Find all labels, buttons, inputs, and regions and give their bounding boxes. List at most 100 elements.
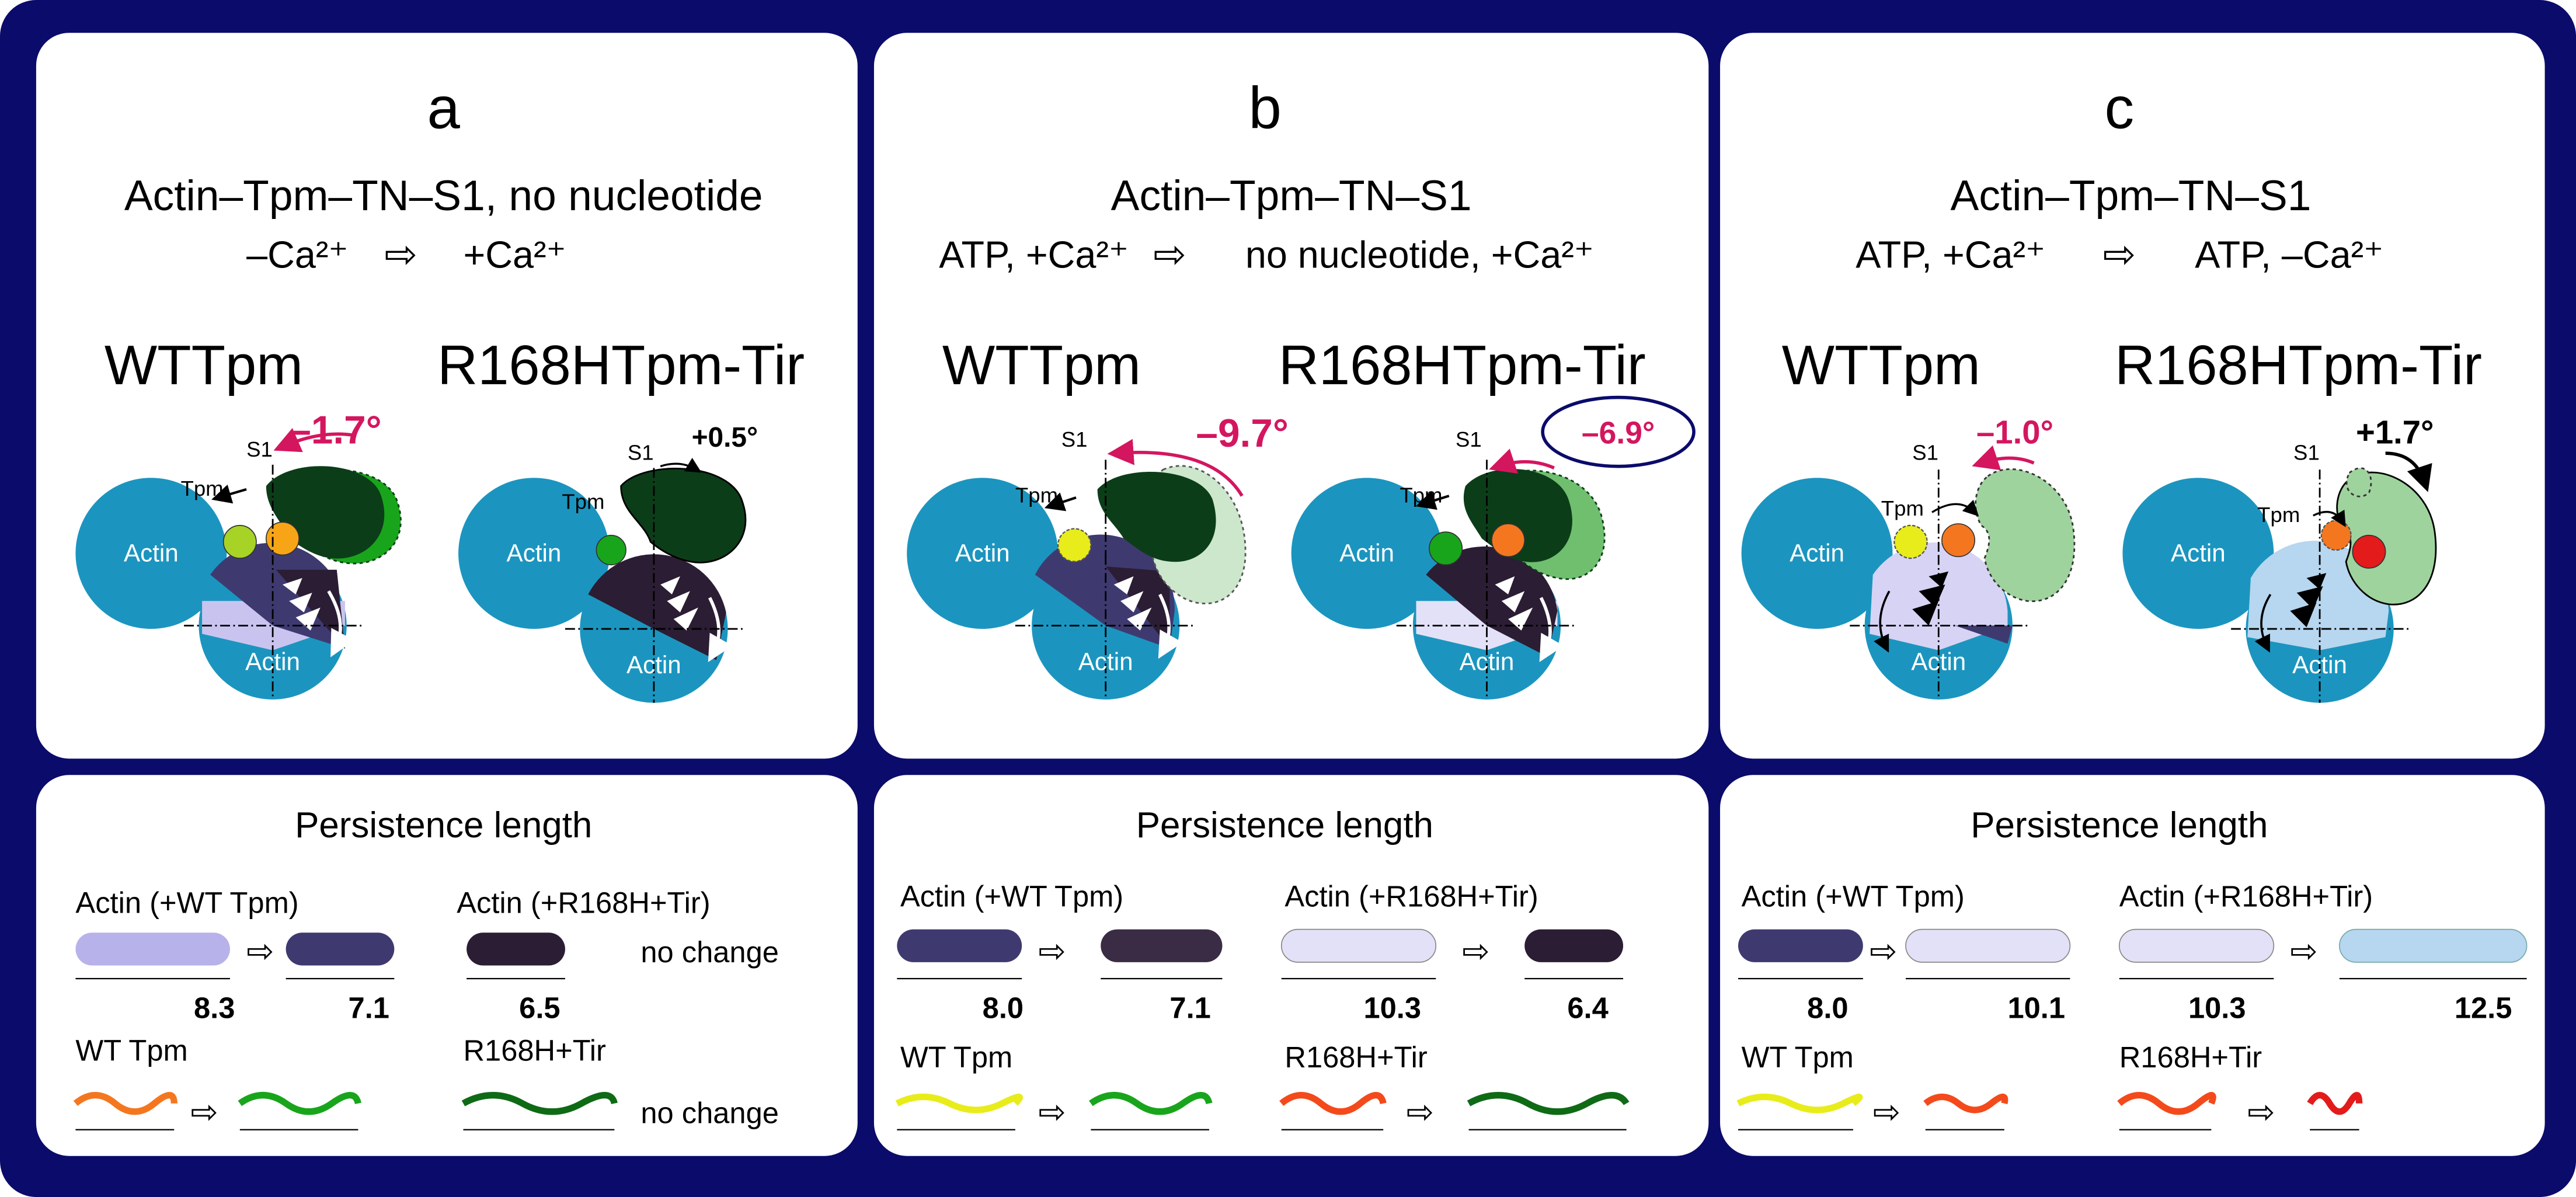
construct-right: R168HTpm-Tir	[2115, 334, 2482, 396]
actin-label: Actin	[626, 651, 681, 678]
condition-left: ATP, +Ca²⁺	[939, 233, 1129, 276]
actin-label: Actin	[507, 540, 562, 567]
persistence-title: Persistence length	[295, 805, 592, 845]
angle-right: –6.9°	[1582, 416, 1655, 450]
actin-subunit	[75, 478, 227, 629]
actin-label: Actin	[2171, 540, 2226, 567]
actin-filament-wt-after	[286, 932, 395, 980]
tpm-label: Tpm	[181, 476, 224, 500]
arrow-icon: ⇨	[190, 1093, 218, 1130]
persistence-a: Persistence length Actin (+WT Tpm) Actin…	[73, 805, 779, 1130]
tpm-mut-before	[2117, 1092, 2216, 1115]
tpm-mut	[461, 1092, 618, 1115]
tpm-wt-label: WT Tpm	[75, 1034, 187, 1067]
s1-label: S1	[1456, 427, 1482, 451]
actin-subunit	[458, 478, 610, 629]
actin-mut-note: no change	[640, 935, 779, 969]
arrow-icon: ⇨	[1407, 1093, 1434, 1130]
value: 7.1	[1169, 991, 1210, 1025]
angle-right: +1.7°	[2356, 413, 2434, 450]
tpm-wt-before	[73, 1092, 177, 1115]
actin-filament-wt-after	[1101, 929, 1223, 962]
arrow-icon: ⇨	[246, 932, 274, 969]
condition-right: ATP, –Ca²⁺	[2195, 233, 2383, 276]
panel-title: Actin–Tpm–TN–S1	[1111, 172, 1472, 220]
actin-label: Actin	[245, 648, 300, 675]
condition-right: no nucleotide, +Ca²⁺	[1245, 233, 1594, 276]
highlight-ellipse	[1541, 395, 1696, 468]
tpm-mut-after	[1467, 1092, 1630, 1115]
tpm-label: Tpm	[562, 490, 604, 514]
tpm-mut-after	[2307, 1092, 2363, 1115]
tpm-mut-label: R168H+Tir	[2119, 1041, 2262, 1074]
diagram-c-wt: Actin Actin Tpm S1	[1741, 440, 2076, 700]
persistence-title: Persistence length	[1136, 805, 1433, 845]
actin-mut-label: Actin (+R168H+Tir)	[457, 886, 710, 920]
value: 8.0	[983, 991, 1024, 1025]
actin-filament-mut	[467, 932, 565, 980]
construct-left: WTTpm	[1782, 334, 1980, 396]
arrow-icon: ⇨	[1038, 932, 1066, 969]
actin-filament-mut-before	[1280, 928, 1437, 963]
persistence-panel-c	[1720, 775, 2545, 1156]
s1-label: S1	[1061, 427, 1088, 451]
actin-label: Actin	[1078, 648, 1133, 675]
persistence-panel-a	[36, 775, 858, 1156]
actin-label: Actin	[1911, 648, 1966, 675]
actin-mut-label: Actin (+R168H+Tir)	[2119, 879, 2373, 913]
value: 12.5	[2455, 991, 2512, 1025]
tpm-mut-before	[1279, 1092, 1387, 1115]
actin-filament-mut-before	[2118, 928, 2275, 963]
panel-title: Actin–Tpm–TN–S1, no nucleotide	[124, 172, 763, 220]
panel-letter: a	[427, 75, 461, 141]
panel-letter: b	[1248, 75, 1281, 141]
tpm-label: Tpm	[1881, 496, 1924, 520]
actin-filament-wt-before	[897, 929, 1022, 962]
actin-filament-wt-before	[75, 932, 230, 980]
panel-letter: c	[2104, 75, 2134, 141]
condition-left: ATP, +Ca²⁺	[1856, 233, 2045, 276]
actin-filament-wt-after	[1905, 928, 2071, 963]
tpm-label: Tpm	[2257, 503, 2300, 527]
actin-filament-wt-before	[1738, 929, 1863, 962]
persistence-panel-b	[873, 775, 1709, 1156]
value: 10.1	[2007, 991, 2065, 1025]
value: 10.3	[1363, 991, 1421, 1025]
actin-label: Actin	[124, 540, 179, 567]
tpm-mut-label: R168H+Tir	[463, 1034, 606, 1067]
value: 10.3	[2188, 991, 2246, 1025]
tpm-wt-after	[238, 1092, 361, 1115]
persistence-title: Persistence length	[1971, 805, 2268, 845]
s1-label: S1	[1912, 440, 1938, 464]
arrow-icon: ⇨	[2247, 1093, 2275, 1130]
diagram-b-mut: Actin Actin Tpm S1	[1291, 427, 1606, 700]
actin-filament-mut-after	[2339, 928, 2528, 963]
actin-subunit	[1741, 478, 1893, 629]
actin-label: Actin	[955, 540, 1010, 567]
s1-label: S1	[246, 437, 273, 461]
tpm-wt-before	[1736, 1093, 1863, 1114]
diagram-b-wt: Actin Actin Tpm S1	[907, 427, 1247, 700]
arrow-icon: ⇨	[2103, 232, 2136, 276]
angle-left: –9.7°	[1196, 412, 1288, 455]
actin-subunit	[2122, 478, 2274, 629]
tpm-mut-note: no change	[640, 1096, 779, 1129]
value: 6.4	[1567, 991, 1608, 1025]
actin-label: Actin	[1790, 540, 1844, 567]
arrow-icon: ⇨	[2290, 932, 2317, 969]
actin-subunit	[1291, 478, 1443, 629]
arrow-icon: ⇨	[1153, 232, 1186, 276]
actin-mut-label: Actin (+R168H+Tir)	[1284, 879, 1538, 913]
actin-label: Actin	[1339, 540, 1394, 567]
value: 8.3	[194, 991, 235, 1025]
angle-left: –1.7°	[289, 408, 381, 452]
arrow-icon: ⇨	[1873, 1093, 1900, 1130]
panel-title: Actin–Tpm–TN–S1	[1951, 172, 2312, 220]
actin-wt-label: Actin (+WT Tpm)	[75, 886, 298, 920]
diagram-a-wt: Actin Actin Tpm S1	[75, 428, 402, 700]
arrow-icon: ⇨	[1038, 1093, 1066, 1130]
construct-left: WTTpm	[105, 334, 303, 396]
construct-right: R168HTpm-Tir	[437, 334, 805, 396]
actin-subunit	[907, 478, 1059, 629]
